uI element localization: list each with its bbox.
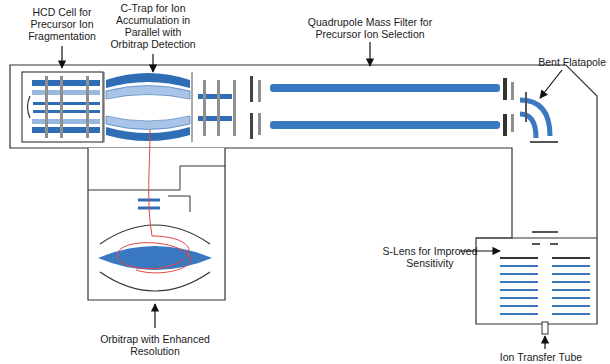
part-label: Quadrupole Mass Filter for Precursor Ion… (292, 16, 448, 40)
hcd-cell (22, 72, 103, 142)
orbitrap-electrode (100, 225, 210, 244)
part-label: HCD Cell for Precursor Ion Fragmentation (20, 6, 104, 42)
housing (10, 65, 597, 324)
part-label: S-Lens for Improved Sensitivity (378, 245, 482, 269)
part-label: Bent Flatapole (528, 56, 606, 68)
part-label: C-Trap for Ion Accumulation in Parallel … (105, 2, 201, 50)
part-label: Orbitrap with Enhanced Resolution (97, 333, 213, 357)
part-label: Ion Transfer Tube (476, 351, 606, 363)
orbitrap-spindle (98, 246, 212, 270)
quadrupole-rod (270, 84, 500, 92)
quadrupole-rod (270, 121, 500, 129)
orbitrap-chamber (88, 148, 225, 300)
